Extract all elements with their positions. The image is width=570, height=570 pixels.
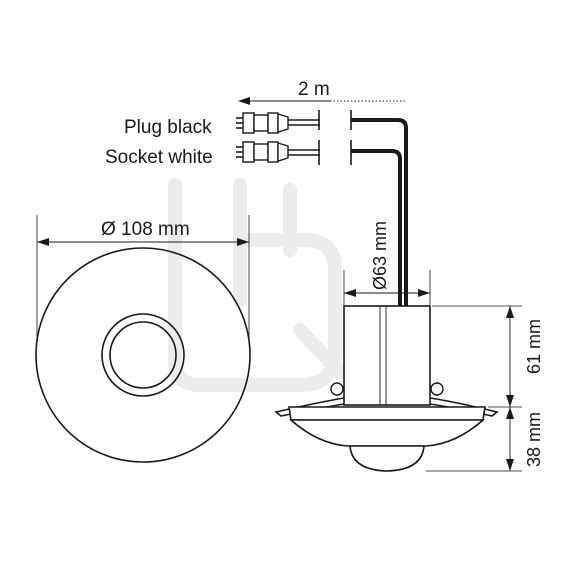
sensor-top-view bbox=[35, 247, 251, 463]
outer-diameter-label: Ø 108 mm bbox=[101, 219, 190, 240]
plug-connector-black bbox=[236, 112, 320, 134]
outer-diameter-dimension: Ø 108 mm bbox=[36, 215, 250, 340]
plug-label: Plug black bbox=[124, 117, 212, 138]
flange-height-label: 38 mm bbox=[524, 412, 544, 467]
socket-label: Socket white bbox=[105, 147, 213, 168]
cable-length-label: 2 m bbox=[298, 79, 330, 100]
watermark-plug-icon bbox=[168, 178, 347, 392]
housing-height-label: 61 mm bbox=[524, 319, 544, 374]
cable-length-dimension: 2 m bbox=[238, 79, 405, 105]
height-dimensions: 61 mm 38 mm bbox=[426, 305, 544, 472]
housing-diameter-label: Ø63 mm bbox=[370, 221, 390, 290]
sensor-side-view bbox=[274, 305, 499, 472]
housing-diameter-dimension: Ø63 mm bbox=[343, 221, 431, 306]
socket-connector-white bbox=[236, 141, 320, 163]
sensor-cable bbox=[351, 118, 408, 306]
